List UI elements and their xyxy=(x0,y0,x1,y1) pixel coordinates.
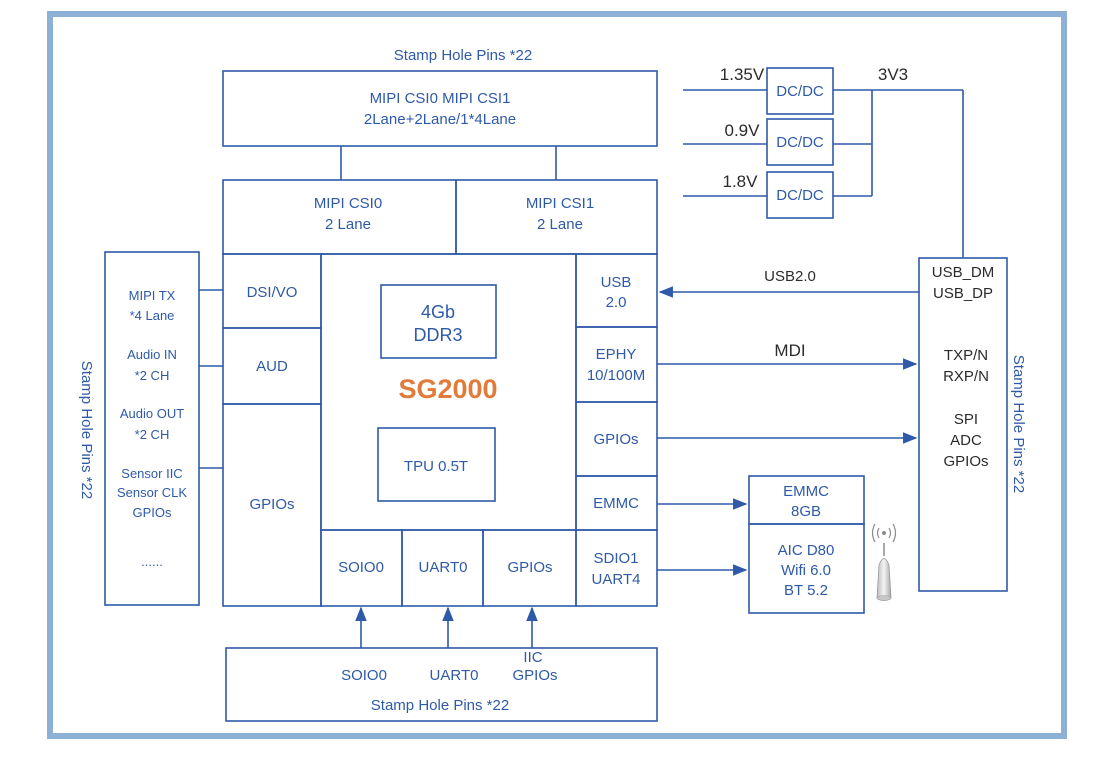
wifi-chip-wifi: Wifi 6.0 xyxy=(781,562,831,579)
emmc-if-label: EMMC xyxy=(593,495,639,512)
audio-in-ch: *2 CH xyxy=(135,368,170,383)
dcdc-2-label: DC/DC xyxy=(776,134,824,151)
outer-frame xyxy=(47,11,1067,739)
rail-1v8-label: 1.8V xyxy=(723,172,759,191)
right-pins-title: Stamp Hole Pins *22 xyxy=(1010,355,1027,493)
emmc-chip-label: EMMC xyxy=(783,483,829,500)
mipi-tx-label: MIPI TX xyxy=(129,288,176,303)
audio-out-ch: *2 CH xyxy=(135,427,170,442)
soio0-label: SOIO0 xyxy=(338,559,384,576)
antenna-icon xyxy=(871,523,897,601)
usb-label: USB xyxy=(601,274,632,291)
wifi-chip-bt: BT 5.2 xyxy=(784,582,828,599)
tpu-label: TPU 0.5T xyxy=(404,458,468,475)
top-csi-line2: 2Lane+2Lane/1*4Lane xyxy=(364,111,516,128)
bottom-soio0-label: SOIO0 xyxy=(341,667,387,684)
gpios-pins-label: GPIOs xyxy=(943,453,988,470)
rxp-label: RXP/N xyxy=(943,368,989,385)
bottom-pins-title: Stamp Hole Pins *22 xyxy=(371,697,509,714)
dcdc-2-box xyxy=(766,118,834,166)
vin-3v3-label: 3V3 xyxy=(878,65,908,84)
right-pins-block xyxy=(918,257,1008,592)
ephy-label: EPHY xyxy=(596,346,637,363)
ephy-block xyxy=(575,326,658,403)
audio-out-label: Audio OUT xyxy=(120,406,184,421)
csi0-lanes: 2 Lane xyxy=(325,216,371,233)
usb-dp-label: USB_DP xyxy=(933,285,993,302)
top-csi-line1: MIPI CSI0 MIPI CSI1 xyxy=(370,90,511,107)
audio-in-label: Audio IN xyxy=(127,347,177,362)
left-pins-block xyxy=(104,251,200,606)
txp-label: TXP/N xyxy=(944,347,988,364)
dsi-vo-label: DSI/VO xyxy=(247,284,298,301)
top-csi-block xyxy=(222,70,658,147)
sdio-label: SDIO1 xyxy=(593,550,638,567)
ddr-type: DDR3 xyxy=(413,325,462,345)
sensor-iic-label: Sensor IIC xyxy=(121,466,182,481)
aud-label: AUD xyxy=(256,358,288,375)
bottom-pins-block xyxy=(225,647,658,722)
dcdc-1-box xyxy=(766,67,834,115)
rail-0v9-label: 0.9V xyxy=(725,121,761,140)
bottom-iic-label: IIC xyxy=(523,649,542,666)
gpios-right-label: GPIOs xyxy=(593,431,638,448)
bottom-uart0-label: UART0 xyxy=(430,667,479,684)
uart0-label: UART0 xyxy=(419,559,468,576)
top-pins-title: Stamp Hole Pins *22 xyxy=(394,47,532,64)
dcdc-3-label: DC/DC xyxy=(776,187,824,204)
dcdc-1-label: DC/DC xyxy=(776,83,824,100)
emmc-chip-size: 8GB xyxy=(791,503,821,520)
sdio-block xyxy=(575,529,658,607)
gpios-bottom-label: GPIOs xyxy=(507,559,552,576)
sensor-gpios-label: GPIOs xyxy=(132,505,172,520)
spi-label: SPI xyxy=(954,411,978,428)
gpios-left-label: GPIOs xyxy=(249,496,294,513)
csi1-lanes: 2 Lane xyxy=(537,216,583,233)
bottom-gpios-label: GPIOs xyxy=(512,667,557,684)
ddr-block xyxy=(380,284,497,359)
mipi-tx-lanes: *4 Lane xyxy=(130,308,175,323)
tpu-block xyxy=(377,427,496,502)
usb-version: 2.0 xyxy=(606,294,627,311)
csi1-label: MIPI CSI1 xyxy=(526,195,594,212)
usb-link-label: USB2.0 xyxy=(764,268,816,285)
left-pins-title: Stamp Hole Pins *22 xyxy=(78,361,95,499)
mdi-link-label: MDI xyxy=(774,341,805,360)
csi0-label: MIPI CSI0 xyxy=(314,195,382,212)
sensor-clk-label: Sensor CLK xyxy=(117,485,187,500)
rail-1v35-label: 1.35V xyxy=(720,65,765,84)
ephy-speed: 10/100M xyxy=(587,367,645,384)
ddr-size: 4Gb xyxy=(421,302,455,322)
uart4-label: UART4 xyxy=(592,571,641,588)
left-pins-more: ...... xyxy=(141,554,163,569)
usb-dm-label: USB_DM xyxy=(932,264,995,281)
wifi-chip-block xyxy=(748,523,865,614)
wifi-chip-model: AIC D80 xyxy=(778,542,835,559)
soc-name: SG2000 xyxy=(398,374,497,404)
dcdc-3-box xyxy=(766,171,834,219)
adc-label: ADC xyxy=(950,432,982,449)
